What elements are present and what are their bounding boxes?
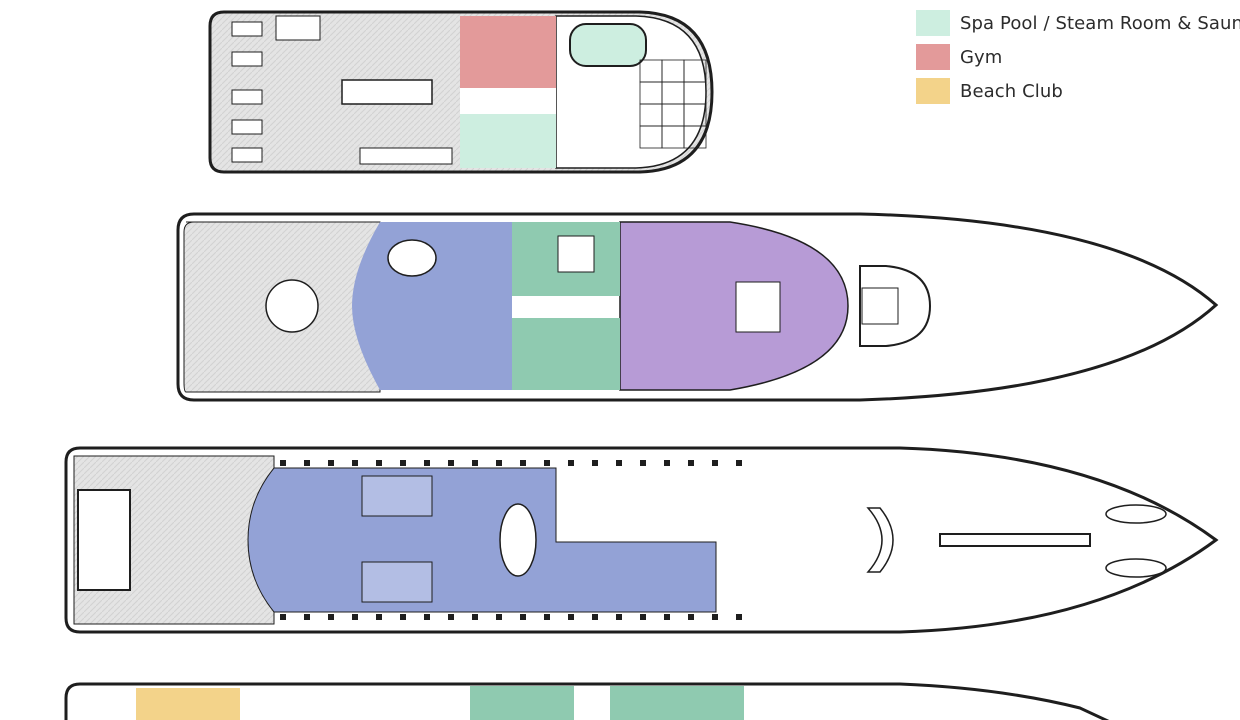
legend-item-gym: Gym bbox=[916, 42, 1002, 72]
sofa-icon bbox=[361, 561, 433, 603]
window-mark bbox=[664, 460, 670, 466]
window-mark bbox=[328, 460, 334, 466]
sun-lounger-icon bbox=[231, 51, 263, 67]
window-mark bbox=[736, 614, 742, 620]
beach-club-zone bbox=[136, 688, 240, 720]
sun-lounger-icon bbox=[231, 89, 263, 105]
legend: Spa Pool / Steam Room & Sauna Gym Beach … bbox=[916, 0, 1240, 110]
lower-deck-hull bbox=[64, 682, 1110, 720]
lower-deck bbox=[64, 682, 1110, 720]
deck-tiles bbox=[639, 59, 707, 149]
window-mark bbox=[592, 614, 598, 620]
dining-table-icon bbox=[499, 503, 537, 577]
window-mark bbox=[520, 460, 526, 466]
window-mark bbox=[712, 614, 718, 620]
legend-swatch-gym bbox=[916, 44, 950, 70]
spa-zone bbox=[460, 114, 556, 168]
window-mark bbox=[400, 460, 406, 466]
dining-table-icon bbox=[341, 79, 433, 105]
sun-lounger-icon bbox=[231, 21, 263, 163]
window-mark bbox=[280, 460, 286, 466]
window-mark bbox=[664, 614, 670, 620]
legend-label-beach-club: Beach Club bbox=[960, 80, 1063, 102]
round-table-icon bbox=[265, 279, 319, 333]
sun-deck bbox=[208, 10, 714, 174]
window-mark bbox=[616, 460, 622, 466]
window-mark bbox=[544, 614, 550, 620]
guest-cabin-zone bbox=[512, 318, 620, 390]
window-mark bbox=[592, 460, 598, 466]
window-mark bbox=[424, 460, 430, 466]
deck-tile bbox=[683, 125, 707, 149]
window-mark bbox=[472, 614, 478, 620]
legend-label-gym: Gym bbox=[960, 46, 1003, 68]
owner-suite-zone bbox=[619, 221, 849, 391]
stairs-icon bbox=[275, 15, 321, 41]
window-row bbox=[280, 460, 742, 620]
window-mark bbox=[640, 614, 646, 620]
window-mark bbox=[328, 614, 334, 620]
window-mark bbox=[568, 614, 574, 620]
bed-icon bbox=[735, 281, 781, 333]
window-mark bbox=[376, 460, 382, 466]
sofa-icon bbox=[361, 475, 433, 517]
window-mark bbox=[448, 460, 454, 466]
window-mark bbox=[424, 614, 430, 620]
window-mark bbox=[448, 614, 454, 620]
tender-boat-icon bbox=[1105, 504, 1167, 578]
legend-item-spa: Spa Pool / Steam Room & Sauna bbox=[916, 8, 1240, 38]
window-mark bbox=[352, 460, 358, 466]
window-mark bbox=[280, 614, 286, 620]
window-mark bbox=[352, 614, 358, 620]
window-mark bbox=[568, 460, 574, 466]
legend-swatch-spa bbox=[916, 10, 950, 36]
window-mark bbox=[496, 460, 502, 466]
window-mark bbox=[400, 614, 406, 620]
window-mark bbox=[616, 614, 622, 620]
window-mark bbox=[472, 460, 478, 466]
window-mark bbox=[688, 460, 694, 466]
gym-zone bbox=[460, 16, 556, 88]
window-mark bbox=[544, 460, 550, 466]
sun-lounger-icon bbox=[231, 147, 263, 163]
window-mark bbox=[376, 614, 382, 620]
legend-label-spa: Spa Pool / Steam Room & Sauna bbox=[960, 12, 1240, 34]
legend-item-beach-club: Beach Club bbox=[916, 76, 1063, 106]
main-deck bbox=[64, 446, 1219, 634]
window-mark bbox=[712, 460, 718, 466]
window-mark bbox=[688, 614, 694, 620]
window-mark bbox=[304, 614, 310, 620]
jacuzzi-icon bbox=[569, 23, 647, 67]
round-table-icon bbox=[387, 239, 437, 277]
sun-lounger-icon bbox=[231, 119, 263, 135]
window-mark bbox=[640, 460, 646, 466]
legend-swatch-beach-club bbox=[916, 78, 950, 104]
window-mark bbox=[496, 614, 502, 620]
bed-icon bbox=[557, 235, 595, 273]
window-mark bbox=[520, 614, 526, 620]
window-mark bbox=[304, 460, 310, 466]
owner-deck bbox=[176, 212, 1219, 402]
sun-lounger-icon bbox=[231, 21, 263, 37]
window-mark bbox=[736, 460, 742, 466]
